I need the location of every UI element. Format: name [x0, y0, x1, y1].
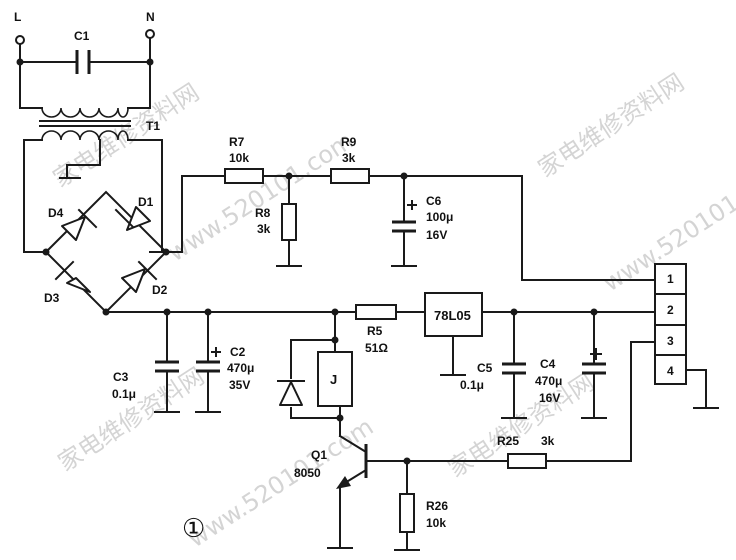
figure-number: ①	[182, 514, 205, 544]
capacitor-c6: C6 100μ 16V	[392, 194, 453, 242]
label-t1: T1	[146, 119, 160, 133]
label-q1-value: 8050	[294, 466, 321, 480]
main-rail	[105, 308, 656, 419]
diode-d3	[54, 260, 91, 293]
label-d2: D2	[152, 283, 168, 297]
label-c4-voltage: 16V	[539, 391, 560, 405]
label-r25: R25	[497, 434, 519, 448]
label-r5-value: 51Ω	[365, 341, 388, 355]
label-r26: R26	[426, 499, 448, 513]
label-r26-value: 10k	[426, 516, 446, 530]
capacitor-c4: C4 470μ 16V	[535, 348, 606, 405]
label-q1: Q1	[311, 448, 327, 462]
capacitor-c5: C5 0.1μ	[460, 361, 526, 392]
connector-pin-4: 4	[667, 364, 674, 378]
diode-d2	[121, 260, 158, 293]
label-r7: R7	[229, 135, 245, 149]
label-c3: C3	[113, 370, 129, 384]
label-d3: D3	[44, 291, 60, 305]
watermark-text-site: www.520101.com	[163, 127, 358, 267]
label-d4: D4	[48, 206, 64, 220]
flyback-diode	[277, 380, 305, 406]
resistor-r9: R9 3k	[330, 135, 370, 184]
terminal-n	[145, 29, 155, 39]
label-c6-voltage: 16V	[426, 228, 447, 242]
resistor-r7: R7 10k	[224, 135, 264, 184]
label-c1: C1	[74, 29, 90, 43]
watermark-text-site: www.520101.com	[183, 413, 378, 553]
resistor-r8: R8 3k	[255, 203, 297, 241]
bridge-rectifier: D4 D1 D3 D2	[23, 139, 170, 316]
label-r8-value: 3k	[257, 222, 271, 236]
label-r9: R9	[341, 135, 357, 149]
label-c2-voltage: 35V	[229, 378, 250, 392]
diode-d1	[114, 206, 151, 231]
label-r25-value: 3k	[541, 434, 555, 448]
transformer-t1: T1	[39, 107, 160, 141]
capacitor-c1: C1	[74, 29, 91, 74]
label-78l05: 78L05	[434, 308, 471, 323]
label-r9-value: 3k	[342, 151, 356, 165]
capacitor-c3: C3 0.1μ	[112, 360, 179, 401]
label-d1: D1	[138, 195, 154, 209]
label-c4: C4	[540, 357, 556, 371]
watermark-text-brand: 家电维修资料网	[48, 78, 204, 193]
label-c4-value: 470μ	[535, 374, 562, 388]
capacitor-c2: C2 470μ 35V	[196, 345, 254, 392]
label-c3-value: 0.1μ	[112, 387, 136, 401]
label-c6: C6	[426, 194, 442, 208]
terminal-l	[15, 35, 25, 45]
connector-pin-2: 2	[667, 303, 674, 317]
watermark-text-brand: 家电维修资料网	[53, 362, 209, 477]
label-c6-value: 100μ	[426, 210, 453, 224]
label-n: N	[146, 10, 155, 24]
label-c2: C2	[230, 345, 246, 359]
relay-coil-j: J	[317, 351, 353, 407]
watermark-text-brand: 家电维修资料网	[533, 68, 689, 183]
label-r7-value: 10k	[229, 151, 249, 165]
label-c2-value: 470μ	[227, 361, 254, 375]
label-l: L	[14, 10, 21, 24]
label-r5: R5	[367, 324, 383, 338]
connector-block: 1 2 3 4	[654, 263, 719, 409]
label-c5: C5	[477, 361, 493, 375]
regulator-78l05: 78L05	[424, 292, 483, 337]
sense-network	[165, 172, 656, 281]
label-c5-value: 0.1μ	[460, 378, 484, 392]
transistor-q1: Q1 8050	[294, 434, 368, 489]
mains-input: L N	[14, 10, 155, 109]
connector-pin-1: 1	[667, 272, 674, 286]
connector-pin-3: 3	[667, 334, 674, 348]
label-r8: R8	[255, 206, 271, 220]
diode-d4	[61, 208, 98, 241]
resistor-r5: R5 51Ω	[355, 304, 397, 355]
resistor-r25: R25 3k	[497, 434, 555, 469]
relay-driver	[290, 311, 656, 551]
label-j: J	[330, 372, 337, 387]
resistor-r26: R26 10k	[399, 493, 448, 533]
